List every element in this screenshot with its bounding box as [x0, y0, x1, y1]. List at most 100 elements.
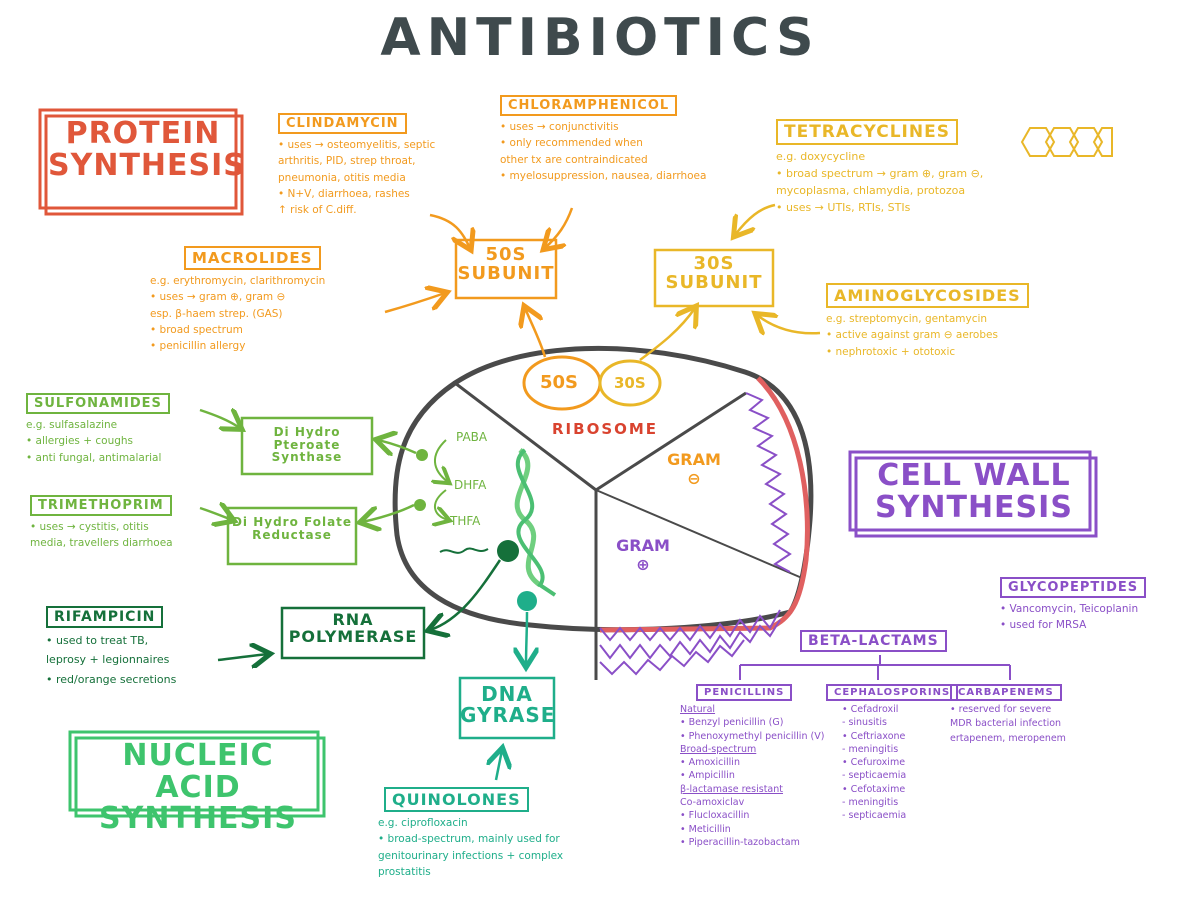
- gram-word: GRAM: [667, 450, 721, 469]
- drug-rifampicin: RIFAMPICIN • used to treat TB, leprosy +…: [46, 606, 176, 689]
- tetracyclines-arrow: [735, 203, 776, 235]
- dhfa-label: DHFA: [454, 478, 487, 492]
- gram-negative-label: GRAM ⊖: [664, 450, 724, 488]
- cell-divider-right: [595, 391, 747, 492]
- box-dhfr: [226, 506, 358, 566]
- note-line: • used for MRSA: [1000, 619, 1087, 632]
- target-line: DNA: [481, 682, 533, 706]
- note-line: - septicaemia: [842, 810, 907, 822]
- note-line: • Ampicillin: [680, 770, 735, 782]
- target-dhps: Di Hydro Pteroate Synthase: [242, 426, 372, 464]
- note-line: • broad-spectrum, mainly used for: [378, 833, 560, 846]
- cell-divider-diag: [595, 489, 803, 579]
- aminoglycosides-arrow: [757, 315, 821, 333]
- target-30s-subunit: 30S SUBUNIT: [655, 254, 773, 293]
- drug-glycopeptides-notes: • Vancomycin, Teicoplanin • used for MRS…: [1000, 601, 1146, 634]
- gram-sign: ⊖: [687, 469, 701, 488]
- note-line: genitourinary infections + complex: [378, 849, 564, 862]
- rna-pol-link-arrow: [430, 559, 502, 630]
- target-line: Synthase: [271, 450, 343, 465]
- target-line: RNA: [332, 610, 374, 629]
- drug-chloramphenicol: CHLORAMPHENICOL • uses → conjunctivitis …: [500, 94, 706, 184]
- drug-cephalosporins: CEPHALOSPORINS • Cefadroxil - sinusitis …: [826, 680, 959, 823]
- ribosome-label: RIBOSOME: [552, 420, 659, 438]
- macrolides-arrow: [384, 293, 445, 314]
- note-line: • broad spectrum: [150, 323, 243, 336]
- target-line: Reductase: [252, 527, 332, 542]
- section-cell-wall-synthesis: CELL WALL SYNTHESIS: [856, 460, 1092, 523]
- drug-sulfonamides-notes: e.g. sulfasalazine • allergies + coughs …: [26, 417, 170, 466]
- note-line: • Ceftriaxone: [842, 730, 906, 742]
- note-line: esp. β-haem strep. (GAS): [150, 307, 283, 320]
- target-line: SUBUNIT: [665, 271, 763, 293]
- note-line: - meningitis: [842, 797, 899, 809]
- drug-carbapenems-notes: • reserved for severe MDR bacterial infe…: [950, 703, 1066, 746]
- note-line: e.g. sulfasalazine: [26, 419, 118, 431]
- box-dna-gyrase: [458, 676, 556, 740]
- dna-helix-strand-2: [515, 448, 557, 597]
- folate-dot-2: [414, 499, 426, 511]
- quinolones-arrow: [496, 750, 502, 781]
- section-box-cellwall: [848, 450, 1098, 538]
- clindamycin-arrow: [429, 213, 470, 248]
- chloramphenicol-arrow: [545, 207, 574, 248]
- gyrase-link-arrow: [526, 611, 527, 665]
- note-line: leprosy + legionnaires: [46, 653, 170, 667]
- note-line: • penicillin allergy: [150, 340, 246, 353]
- drug-glycopeptides: GLYCOPEPTIDES • Vancomycin, Teicoplanin …: [1000, 576, 1147, 634]
- paba-label: PABA: [456, 430, 488, 444]
- note-line: Natural: [680, 704, 716, 715]
- note-line: • Cefadroxil: [842, 704, 899, 715]
- drug-clindamycin: CLINDAMYCIN • uses → osteomyelitis, sept…: [278, 112, 435, 218]
- note-line: Broad-spectrum: [680, 743, 757, 755]
- note-line: mycoplasma, chlamydia, protozoa: [776, 184, 966, 198]
- note-line: - meningitis: [842, 743, 899, 755]
- note-line: other tx are contraindicated: [500, 153, 648, 166]
- mrna-squiggle: [439, 547, 489, 554]
- cell-divider-top: [454, 381, 597, 492]
- drug-beta-lactams-name: BETA-LACTAMS: [800, 630, 947, 652]
- drug-tetracyclines-notes: e.g. doxycycline • broad spectrum → gram…: [776, 148, 983, 216]
- note-line: • only recommended when: [500, 137, 643, 150]
- ribosome-30s-label: 30S: [614, 374, 646, 392]
- note-line: • uses → UTIs, RTIs, STIs: [776, 201, 911, 215]
- paba-to-dhfa-arrow: [435, 439, 448, 482]
- note-line: - septicaemia: [842, 770, 907, 782]
- drug-trimethoprim-name: TRIMETHOPRIM: [30, 495, 172, 516]
- note-line: • Amoxicillin: [680, 757, 740, 769]
- drug-beta-lactams: BETA-LACTAMS: [800, 630, 947, 652]
- peptidoglycan-zigzag-bottom-1: [599, 609, 781, 642]
- note-line: β-lactamase resistant: [680, 783, 783, 795]
- note-line: • anti fungal, antimalarial: [26, 451, 162, 464]
- drug-penicillins-notes: Natural • Benzyl penicillin (G) • Phenox…: [680, 703, 824, 849]
- drug-quinolones-notes: e.g. ciprofloxacin • broad-spectrum, mai…: [378, 815, 563, 880]
- box-50s: [454, 238, 558, 300]
- note-line: • Cefuroxime: [842, 757, 906, 769]
- target-line: 50S: [485, 244, 527, 265]
- drug-carbapenems: CARBAPENEMS • reserved for severe MDR ba…: [950, 680, 1066, 746]
- section-line: NUCLEIC ACID: [122, 738, 274, 805]
- drug-sulfonamides: SULFONAMIDES e.g. sulfasalazine • allerg…: [26, 392, 170, 466]
- box-dhps: [240, 416, 374, 476]
- note-line: pneumonia, otitis media: [278, 171, 406, 184]
- target-line: Di Hydro Folate: [231, 515, 353, 529]
- peptidoglycan-zigzag-bottom-2: [599, 619, 781, 660]
- target-50s-subunit: 50S SUBUNIT: [456, 244, 556, 284]
- note-line: e.g. doxycycline: [776, 150, 866, 163]
- box-rna-pol: [280, 606, 426, 660]
- drug-macrolides: MACROLIDES e.g. erythromycin, clarithrom…: [150, 246, 326, 354]
- gram-positive-label: GRAM ⊕: [612, 536, 674, 574]
- drug-clindamycin-notes: • uses → osteomyelitis, septic arthritis…: [278, 137, 435, 218]
- gram-negative-membrane: [599, 376, 810, 633]
- note-line: e.g. erythromycin, clarithromycin: [150, 275, 326, 287]
- note-line: • red/orange secretions: [46, 672, 177, 686]
- rifampicin-arrow: [217, 654, 268, 660]
- ribosome-to-50s-arrow: [525, 308, 547, 358]
- cell-outline: [392, 345, 814, 633]
- note-line: • Meticillin: [680, 823, 731, 835]
- section-line: SYNTHESIS: [875, 489, 1073, 525]
- drug-quinolones-name: QUINOLONES: [384, 787, 529, 812]
- box-30s: [653, 248, 775, 308]
- note-line: • Benzyl penicillin (G): [680, 717, 784, 729]
- ribosome-to-30s-arrow: [639, 308, 695, 361]
